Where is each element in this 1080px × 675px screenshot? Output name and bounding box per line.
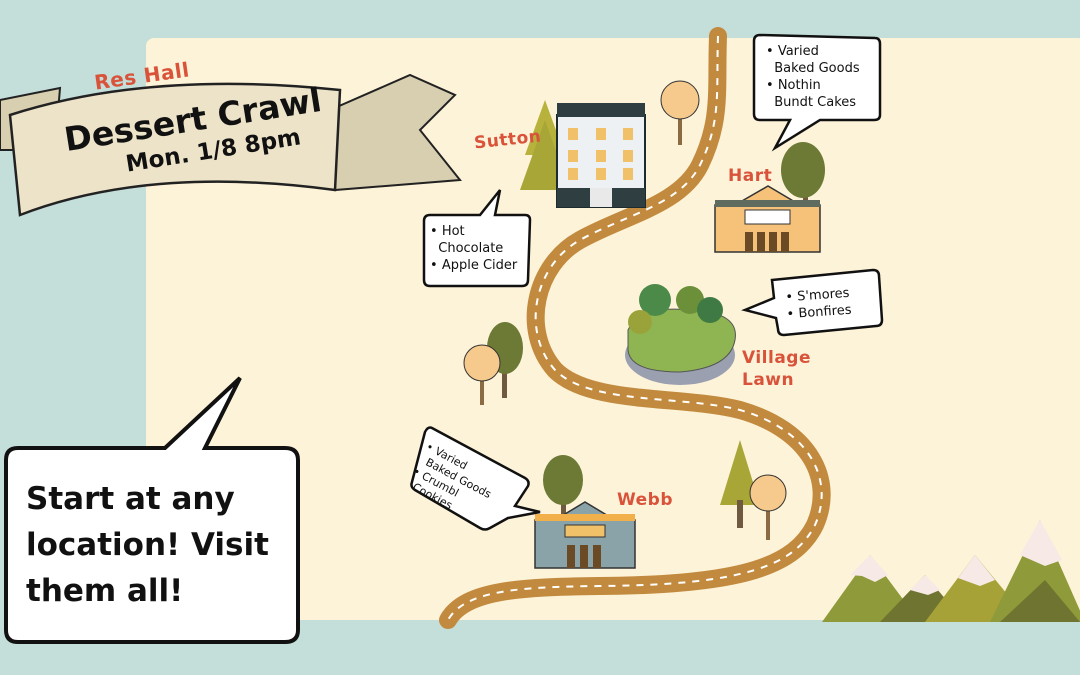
hart-building-illustration (714, 142, 825, 253)
winding-road (439, 27, 831, 629)
sutton-offerings: • Hot Chocolate • Apple Cider (430, 223, 517, 274)
list-item: • Apple Cider (430, 258, 518, 273)
webb-speech-bubble (410, 426, 541, 531)
list-item: • Hot (430, 224, 465, 239)
village-lawn-label-line1: Village (742, 348, 812, 368)
tree-pair-illustration-2 (720, 440, 787, 540)
cta-speech-bubble (4, 376, 300, 644)
list-item: • Nothin (766, 78, 821, 93)
sutton-building-illustration (520, 100, 646, 208)
village-lawn-speech-bubble (741, 268, 884, 337)
list-item: Chocolate (438, 241, 504, 256)
mountains-illustration (822, 520, 1080, 622)
village-lawn-offerings: • S'mores • Bonfires (785, 285, 852, 323)
list-item: Bundt Cakes (774, 95, 857, 110)
webb-label: Webb (617, 490, 674, 510)
call-to-action-text: Start at any location! Visit them all! (26, 481, 269, 609)
village-lawn-illustration (625, 284, 736, 385)
list-item: Baked Goods (774, 61, 860, 76)
hart-label: Hart (728, 166, 773, 186)
webb-building-illustration (534, 455, 636, 569)
sutton-speech-bubble (422, 189, 532, 288)
list-item: • Varied (766, 44, 819, 59)
hart-offerings: • Varied Baked Goods • Nothin Bundt Cake… (766, 43, 860, 111)
village-lawn-label-line2: Lawn (742, 370, 795, 390)
hart-speech-bubble (752, 33, 882, 152)
tree-illustration (660, 80, 700, 145)
title-banner (0, 73, 462, 217)
tree-pair-illustration (463, 322, 523, 405)
